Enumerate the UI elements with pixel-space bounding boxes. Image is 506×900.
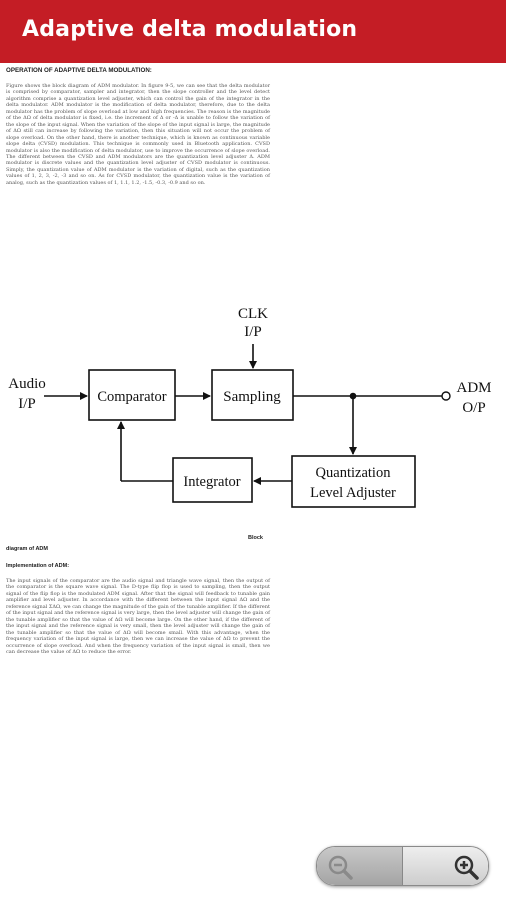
section-heading-implementation: Implementation of ADM: bbox=[6, 563, 70, 569]
zoom-out-button[interactable] bbox=[317, 847, 402, 885]
zoom-controls bbox=[316, 846, 489, 886]
section-heading-operation: OPERATION OF ADAPTIVE DELTA MODULATION: bbox=[6, 67, 152, 74]
figure-caption-part1: Block bbox=[248, 535, 263, 541]
audio-label: Audio bbox=[8, 376, 46, 392]
adm-block-diagram: CLK I/P Audio I/P Comparator Sampling AD… bbox=[8, 306, 492, 508]
app-bar: Adaptive delta modulation bbox=[0, 0, 506, 63]
zoom-in-icon bbox=[454, 855, 479, 880]
figure-caption-part2: diagram of ADM bbox=[6, 546, 48, 552]
audio-io-label: I/P bbox=[18, 396, 36, 412]
sampling-label: Sampling bbox=[223, 389, 281, 405]
paragraph-operation: Figure shows the block diagram of ADM mo… bbox=[6, 83, 270, 186]
comparator-label: Comparator bbox=[97, 389, 166, 405]
level-adjuster-label: Level Adjuster bbox=[310, 485, 396, 501]
adm-io-label: O/P bbox=[462, 400, 485, 416]
zoom-divider bbox=[402, 847, 403, 885]
quantization-label: Quantization bbox=[316, 465, 392, 481]
zoom-in-button[interactable] bbox=[403, 847, 488, 885]
zoom-out-icon bbox=[328, 855, 353, 880]
integrator-label: Integrator bbox=[183, 474, 240, 490]
sampling-block bbox=[211, 369, 294, 421]
output-terminal bbox=[441, 391, 451, 401]
clk-label: CLK bbox=[238, 306, 268, 322]
paragraph-implementation: The input signals of the comparator are … bbox=[6, 578, 270, 655]
app-title: Adaptive delta modulation bbox=[22, 17, 358, 42]
comparator-block bbox=[88, 369, 176, 421]
junction-dot bbox=[349, 392, 357, 400]
adm-label: ADM bbox=[456, 380, 491, 396]
integrator-block bbox=[172, 457, 253, 503]
clk-io-label: I/P bbox=[244, 324, 262, 340]
